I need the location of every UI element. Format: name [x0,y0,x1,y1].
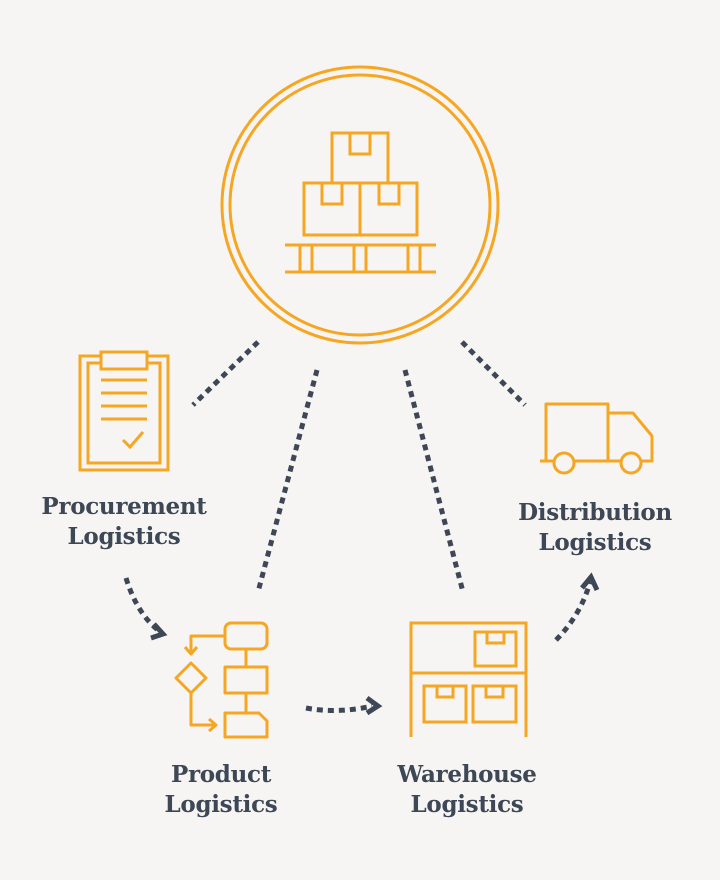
procurement-label: Procurement Logistics [14,492,234,552]
product-label-line2: Logistics [164,791,278,818]
distribution-label: Distribution Logistics [485,498,705,558]
hub-connectors [191,340,527,593]
arrow-procurement-product [123,577,164,636]
product-label: Product Logistics [111,760,331,820]
distribution-label-line2: Logistics [538,529,652,556]
connector-hub-procurement [191,340,260,407]
hub-node [220,65,500,345]
warehouse-label-line2: Logistics [410,791,524,818]
connector-hub-distribution [460,340,527,407]
warehouse-shelf-icon [409,621,528,737]
procurement-label-line1: Procurement [41,493,207,520]
arrow-product-warehouse [305,703,373,713]
arrow-product-warehouse-head [365,695,383,716]
delivery-truck-icon [540,402,654,475]
pallet-boxes-icon [285,131,436,274]
stage-arrows [123,572,600,716]
hub-outer-ring [220,65,500,345]
product-label-line1: Product [170,761,272,788]
distribution-label-line1: Distribution [518,499,672,526]
arrow-warehouse-distribution-head [580,572,600,592]
hub-inner-ring [228,73,492,337]
arrow-procurement-product-head [150,622,168,641]
clipboard-checklist-icon [78,350,170,472]
warehouse-label: Warehouse Logistics [357,760,577,820]
warehouse-label-line1: Warehouse [397,761,537,788]
connector-hub-product [255,369,320,593]
flowchart-icon [174,621,269,739]
procurement-label-line2: Logistics [67,523,181,550]
arrow-warehouse-distribution [554,581,593,642]
connector-hub-warehouse [402,369,466,593]
